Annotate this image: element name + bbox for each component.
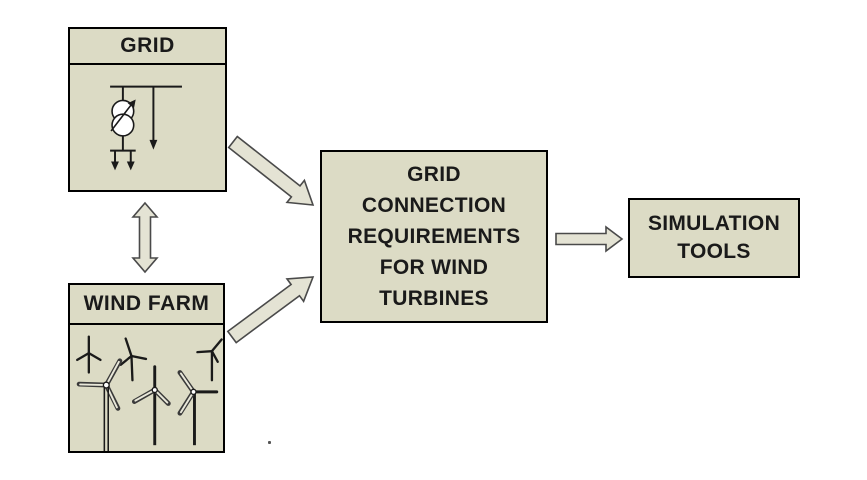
requirements-box: GRID CONNECTION REQUIREMENTS FOR WIND TU… bbox=[320, 150, 548, 323]
requirements-label-line: TURBINES bbox=[379, 287, 489, 310]
simulation-box: SIMULATION TOOLS bbox=[628, 198, 800, 278]
grid-box: GRID bbox=[68, 27, 227, 192]
speck-dot bbox=[268, 441, 271, 444]
windfarm-box: WIND FARM bbox=[68, 283, 225, 453]
grid-schematic-icon bbox=[110, 85, 182, 171]
arrow-windfarm-to-requirements-icon bbox=[226, 276, 315, 344]
requirements-label-line: FOR WIND bbox=[379, 256, 489, 279]
arrow-grid-to-requirements-icon bbox=[227, 135, 315, 206]
windfarm-box-body bbox=[70, 325, 223, 456]
simulation-label-line: TOOLS bbox=[677, 240, 751, 263]
requirements-label-line: CONNECTION bbox=[361, 194, 507, 217]
simulation-label-line: SIMULATION bbox=[647, 212, 781, 235]
grid-box-title: GRID bbox=[70, 29, 225, 65]
windfarm-box-title: WIND FARM bbox=[70, 285, 223, 325]
arrow-requirements-to-simulation-icon bbox=[555, 225, 624, 253]
requirements-label-line: GRID bbox=[407, 163, 461, 186]
grid-box-body bbox=[70, 65, 225, 197]
bidirectional-arrow-icon bbox=[131, 201, 159, 274]
wind-turbines-icon bbox=[76, 335, 223, 451]
requirements-label-line: REQUIREMENTS bbox=[347, 225, 521, 248]
